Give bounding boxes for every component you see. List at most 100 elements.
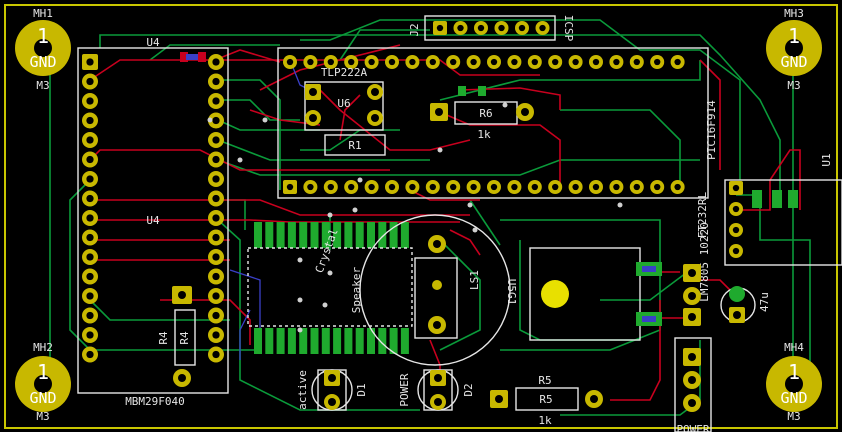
u1-pin-hole <box>732 247 740 255</box>
u3-pin-bottom-hole <box>286 183 294 191</box>
u3-pin-top-hole <box>592 58 600 66</box>
power-led-label: POWER <box>398 373 411 406</box>
via <box>472 227 478 233</box>
u5-pad <box>254 328 262 354</box>
u3-pin-bottom-hole <box>409 183 416 191</box>
u4-pin-right-hole <box>212 175 220 183</box>
component-u1: U1 FT232RL <box>696 153 842 266</box>
board-edge <box>4 4 838 429</box>
u5-pad <box>310 328 319 354</box>
j2-ref: J2 <box>408 23 421 36</box>
via <box>617 202 623 208</box>
mh2-ref: MH2 <box>33 341 53 354</box>
led-d2-power: POWER D2 <box>398 369 475 411</box>
ft232-label: FT232RL <box>696 191 709 238</box>
ls1-ref: LS1 <box>468 270 481 290</box>
u4-pin-right-hole <box>212 331 220 339</box>
u3-pin-bottom-hole <box>348 183 355 191</box>
via <box>352 207 358 213</box>
u3-pin-bottom-hole <box>572 183 579 191</box>
u4-pin-left-hole <box>86 272 94 281</box>
u4-pin-left-hole <box>86 214 94 222</box>
u4-pin-right-hole <box>212 311 220 320</box>
u5-pad <box>355 328 364 354</box>
u3-pin-bottom-hole <box>674 183 681 191</box>
mh1-net: GND <box>29 53 56 71</box>
mh1-value: M3 <box>36 79 49 92</box>
mh2-net: GND <box>29 389 56 407</box>
via <box>297 327 303 333</box>
mh1-pin: 1 <box>37 24 49 48</box>
active-label: active <box>296 370 309 410</box>
u3-pin-bottom-hole <box>552 183 559 191</box>
u4-pin-left-hole <box>86 292 94 300</box>
u3-pin-top-hole <box>531 58 538 66</box>
u4-pin-left-hole <box>86 116 94 125</box>
u4-ref-top: U4 <box>146 36 160 49</box>
component-u5-crystal: Crystal <box>247 222 413 354</box>
resistor-r4: R4 R4 <box>157 286 196 387</box>
u5-pad <box>276 328 285 354</box>
u3-pin-top-hole <box>450 58 457 66</box>
mounting-hole-mh1: 1 GND MH1 M3 <box>15 7 71 92</box>
component-cap-47u: 47u <box>720 286 771 323</box>
via <box>262 117 268 123</box>
connector-power: POWER <box>674 337 712 432</box>
u3-pin-bottom-hole <box>307 183 314 191</box>
lm-label: LM7805 10220 <box>698 222 711 301</box>
u1-ref: U1 <box>820 153 833 166</box>
u4-pin-right-hole <box>212 155 220 164</box>
u4-pin-right-hole <box>212 292 220 300</box>
mh1-ref: MH1 <box>33 7 53 20</box>
u5-pad <box>299 328 308 354</box>
u4-pin-right-hole <box>212 253 220 261</box>
u5-pad <box>310 222 319 248</box>
u3-pin-top-hole <box>286 58 294 66</box>
u4-part: MBM29F040 <box>125 395 185 408</box>
r5-ref: R5 <box>538 374 551 387</box>
j2-pin-hole <box>436 24 444 32</box>
inner-traces <box>229 59 321 360</box>
component-u3-pic: PIC16F914 <box>277 47 718 199</box>
u5-pad <box>367 222 375 248</box>
u4-pin-left-hole <box>86 136 94 144</box>
u5-pad <box>321 222 330 248</box>
mh3-pin: 1 <box>788 24 800 48</box>
mh2-pin: 1 <box>37 360 49 384</box>
u5-pad <box>265 222 274 248</box>
component-u6: TLP222A U6 <box>304 66 384 131</box>
component-ls1-speaker: LS1 Speaker <box>350 214 511 366</box>
via <box>502 102 508 108</box>
mounting-hole-mh2: 1 GND MH2 M3 <box>15 341 71 423</box>
u4-pin-right-hole <box>212 214 220 222</box>
u3-pin-top-hole <box>552 58 559 66</box>
u6-part: TLP222A <box>321 66 368 79</box>
u3-pin-top-hole <box>511 58 518 66</box>
u5-pad <box>400 222 409 248</box>
u3-pin-bottom-hole <box>613 183 620 191</box>
u4-pin-right-hole <box>212 77 220 86</box>
cap-value: 47u <box>758 292 771 312</box>
mh3-net: GND <box>780 53 807 71</box>
j2-pin-hole <box>477 24 485 32</box>
via <box>322 302 328 308</box>
u3-pin-top-hole <box>613 58 620 66</box>
resistor-r1: R1 <box>324 134 386 156</box>
resistor-r5: R5 R5 1k <box>490 374 603 427</box>
u5g1-ref: U5G1 <box>505 279 518 306</box>
u5-pad <box>333 328 342 354</box>
u4-pin-left-hole <box>86 253 94 261</box>
mh3-value: M3 <box>787 79 800 92</box>
u3-pin-bottom-hole <box>429 183 436 191</box>
j2-pin-hole <box>498 24 505 32</box>
mh2-value: M3 <box>36 410 49 423</box>
via <box>357 177 363 183</box>
u3-pin-bottom-hole <box>511 183 518 191</box>
u5-pad <box>344 222 353 248</box>
u3-pin-bottom-hole <box>327 183 334 191</box>
u3-pin-bottom-hole <box>633 183 640 191</box>
via <box>437 147 443 153</box>
j2-pin-hole <box>518 24 526 32</box>
u4-pin-left-hole <box>86 77 94 86</box>
